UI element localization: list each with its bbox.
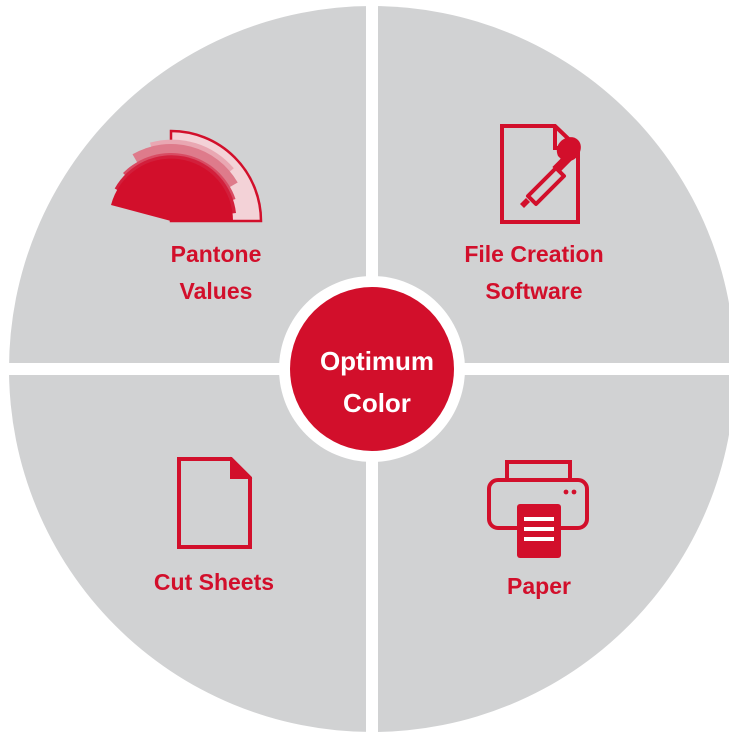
center-circle — [290, 287, 454, 451]
document-icon — [177, 456, 253, 549]
printer-icon — [487, 460, 589, 558]
center-label-line1: Optimum — [320, 346, 434, 376]
pantone-label-line2: Values — [180, 278, 253, 304]
file-creation-label-line1: File Creation — [464, 241, 603, 267]
paper-label: Paper — [507, 573, 571, 599]
quadrant-bottom-left — [9, 369, 372, 732]
eyedropper-file-icon — [500, 124, 581, 224]
center-label-line2: Color — [343, 388, 411, 418]
pantone-fan-icon — [111, 129, 263, 223]
cut-sheets-label: Cut Sheets — [154, 569, 274, 595]
pantone-label-line1: Pantone — [171, 241, 262, 267]
file-creation-label-line2: Software — [485, 278, 582, 304]
